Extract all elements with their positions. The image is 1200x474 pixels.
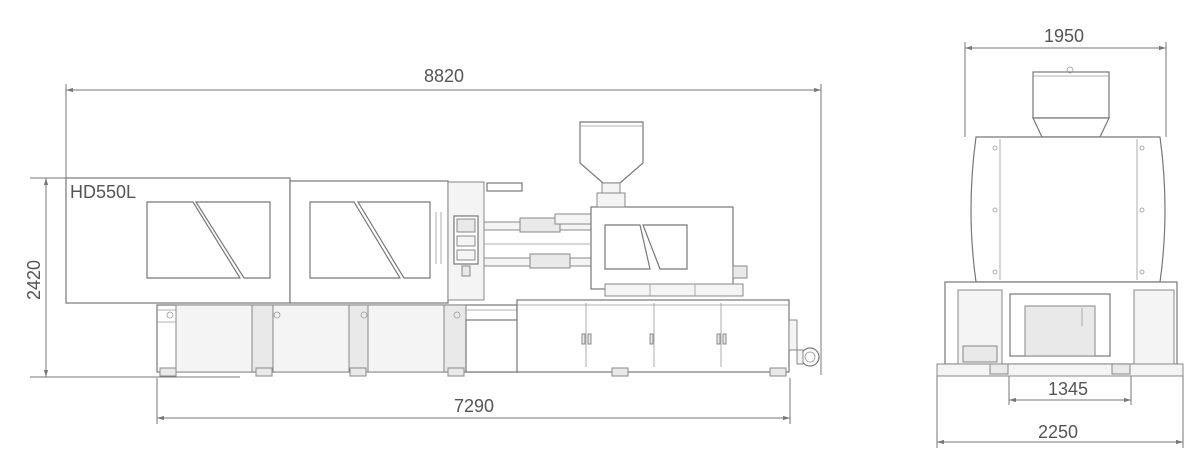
machine-base [156,299,820,377]
end-view-hopper [1032,66,1110,138]
overall-length-dimension: 8820 [65,66,822,375]
top-width-dimension: 1950 [964,26,1167,137]
overall-length-label: 8820 [424,66,464,86]
end-view-base [936,281,1184,377]
height-label: 2420 [24,260,44,300]
overall-width-label: 2250 [1038,422,1078,442]
end-view-body [970,136,1166,283]
inner-width-label: 1345 [1048,379,1088,399]
end-view: 1950 [936,26,1184,448]
base-length-label: 7290 [454,396,494,416]
top-width-label: 1950 [1044,26,1084,46]
injection-unit [579,121,748,297]
clamping-unit [65,177,523,304]
inner-width-dimension: 1345 [1008,376,1132,405]
overall-width-dimension: 2250 [936,376,1184,448]
model-label: HD550L [70,182,136,202]
side-view: 8820 2420 7290 [24,66,822,424]
base-length-dimension: 7290 [156,378,791,424]
tie-bars [483,213,593,269]
